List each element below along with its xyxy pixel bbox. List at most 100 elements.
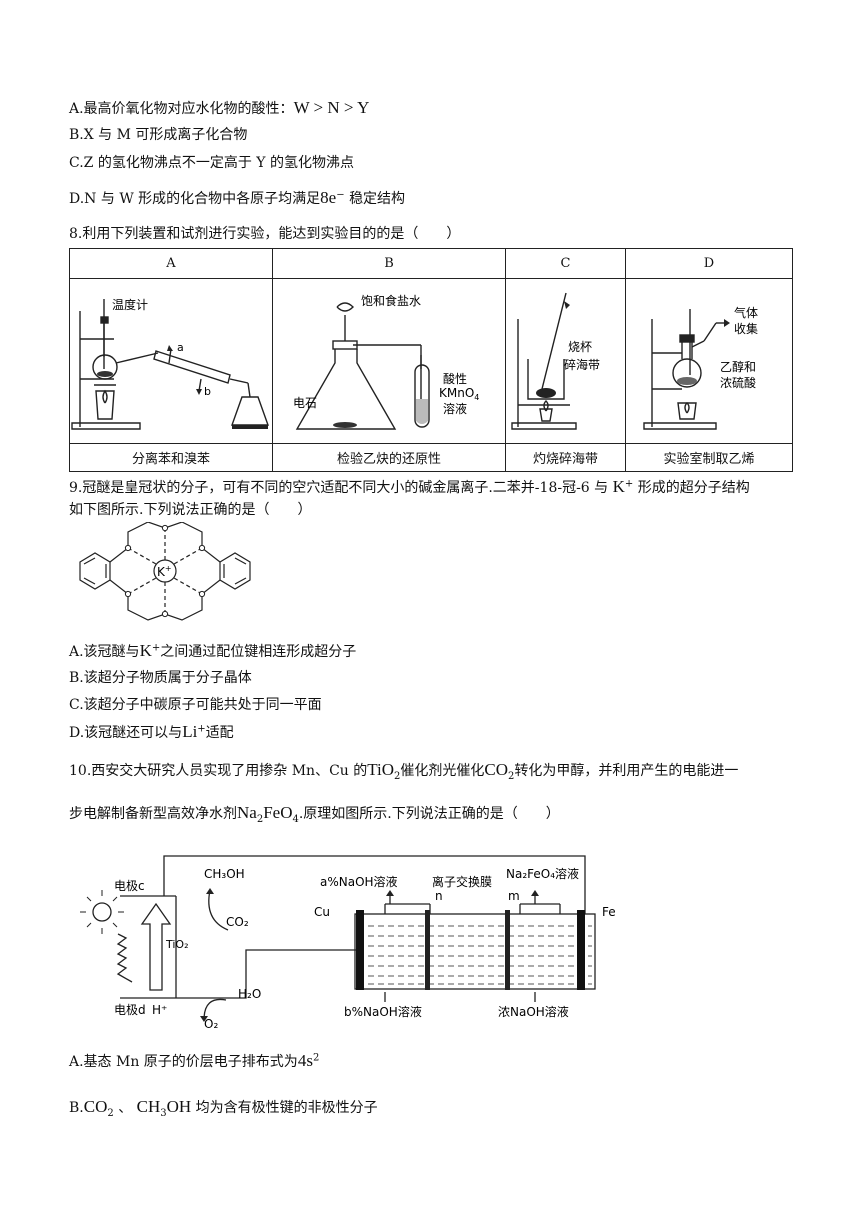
- q10-stem-line1: 10.西安交大研究人员实现了用掺杂 Mn、Cu 的TiO2催化剂光催化CO2转化…: [69, 760, 739, 782]
- q9-stem-text: 9.冠醚是皇冠状的分子，可有不同的空穴适配不同大小的碱金属离子.二苯并-18-冠…: [69, 480, 609, 496]
- q10-stem2-na-sub: 2: [256, 813, 264, 825]
- q9-option-a-text: A.该冠醚与: [69, 644, 140, 660]
- q10-option-b-prefix: B.: [69, 1100, 84, 1116]
- crown-center-ion: K+: [157, 564, 172, 579]
- q10-option-a-sup: 2: [312, 1052, 320, 1064]
- q7-option-d-formula: 8e: [320, 188, 337, 207]
- q10-stem1-b: 催化剂光催化: [400, 763, 485, 779]
- crown-center-ion-charge: +: [165, 564, 172, 573]
- acetylene-apparatus-figure: 饱和食盐水 电石 酸性 KMnO4 溶液: [293, 293, 479, 430]
- q8-header-a: A: [69, 248, 273, 279]
- diagram-m: m: [508, 889, 520, 903]
- b-tube-label-1: 酸性: [443, 371, 467, 386]
- q10-stem2-b: .原理如图所示.下列说法正确的是（ ）: [298, 806, 560, 822]
- a-coolant-in-label: a: [177, 341, 184, 354]
- q8-caption-a: 分离苯和溴苯: [69, 443, 273, 472]
- q9-option-a-suffix: 之间通过配位键相连形成超分子: [160, 644, 357, 660]
- q10-stem1-co2-sub: 2: [508, 770, 515, 782]
- diagram-tio2: TiO₂: [165, 938, 189, 951]
- q8-caption-c: 灼烧碎海带: [505, 443, 626, 472]
- q8-caption-b: 检验乙炔的还原性: [272, 443, 506, 472]
- q10-stem1-tio2: TiO: [367, 760, 395, 779]
- q10-stem2-feo-sub: 4: [292, 813, 299, 825]
- diagram-a-naoh: a%NaOH溶液: [320, 874, 398, 889]
- diagram-na2feo4: Na₂FeO₄溶液: [506, 866, 579, 881]
- diagram-o2: O₂: [204, 1017, 218, 1031]
- d-gas-label-2: 收集: [734, 321, 758, 336]
- c-seaweed-label: 碎海带: [564, 357, 600, 372]
- diagram-b-naoh: b%NaOH溶液: [344, 1004, 422, 1019]
- q9-stem-ion: K: [612, 477, 625, 496]
- q9-option-d: D.该冠醚还可以与Li+适配: [69, 723, 234, 742]
- q10-stem-line2: 步电解制备新型高效净水剂Na2FeO4.原理如图所示.下列说法正确的是（ ）: [69, 803, 560, 825]
- q9-option-d-text: D.该冠醚还可以与: [69, 725, 183, 741]
- diagram-membrane: 离子交换膜: [432, 874, 492, 889]
- q10-stem1-tio2-sub: 2: [394, 770, 401, 782]
- q8-figure-a: 温度计 a b: [69, 278, 273, 444]
- q9-option-a-ion: K: [139, 641, 152, 660]
- q10-option-a-formula: 4s: [297, 1051, 313, 1070]
- photoelectrolysis-diagram: 电极c 电极d H⁺ TiO₂ CH₃OH CO₂ H₂O O₂ Cu Fe a…: [80, 855, 616, 1031]
- diagram-electrode-c: 电极c: [114, 879, 145, 893]
- b-tube-label-3: 溶液: [443, 401, 467, 416]
- q9-option-d-ion: Li: [182, 722, 198, 741]
- q9-stem-line1: 9.冠醚是皇冠状的分子，可有不同的空穴适配不同大小的碱金属离子.二苯并-18-冠…: [69, 478, 750, 497]
- q7-option-d-sup: −: [336, 189, 345, 201]
- b-tube-label-2-sub: 4: [474, 393, 479, 402]
- q8-caption-row: 分离苯和溴苯 检验乙炔的还原性 灼烧碎海带 实验室制取乙烯: [69, 443, 793, 472]
- q10-option-a-text: A.基态 Mn 原子的价层电子排布式为: [69, 1054, 298, 1070]
- ethylene-apparatus-figure: 气体 收集 乙醇和 浓硫酸: [643, 305, 758, 430]
- q7-option-a-formula: W > N > Y: [293, 98, 370, 117]
- q9-stem-line2: 如下图所示.下列说法正确的是（ ）: [69, 502, 312, 518]
- q8-header-b: B: [272, 248, 506, 279]
- d-reagent-label-2: 浓硫酸: [720, 375, 756, 390]
- q10-stem1-co2: CO: [484, 760, 509, 779]
- q9-option-c: C.该超分子中碳原子可能共处于同一平面: [69, 697, 322, 713]
- q8-apparatus-table: A B C D: [69, 248, 793, 472]
- distillation-apparatus-figure: 温度计 a b: [71, 297, 269, 430]
- diagram-ch3oh: CH₃OH: [204, 867, 245, 881]
- q10-option-b-oh: OH: [166, 1097, 192, 1116]
- q9-option-a: A.该冠醚与K+之间通过配位键相连形成超分子: [69, 642, 356, 661]
- q8-figure-c: 烧杯 碎海带: [505, 278, 626, 444]
- q7-option-b: B.X 与 M 可形成离子化合物: [69, 127, 248, 143]
- q10-stem2-na: Na: [237, 803, 257, 822]
- q9-stem-suffix: 形成的超分子结构: [637, 480, 750, 496]
- q10-stem2-a: 步电解制备新型高效净水剂: [69, 806, 237, 822]
- q10-option-b-ch3: CH: [136, 1097, 161, 1116]
- d-reagent-label-1: 乙醇和: [720, 359, 756, 374]
- q10-stem1-a: 10.西安交大研究人员实现了用掺杂 Mn、Cu 的: [69, 763, 368, 779]
- q9-stem-ion-charge: +: [624, 478, 634, 490]
- diagram-n: n: [435, 889, 443, 903]
- q7-option-c: C.Z 的氢化物沸点不一定高于 Y 的氢化物沸点: [69, 155, 354, 171]
- burning-seaweed-figure: 烧杯 碎海带: [511, 292, 600, 430]
- crown-center-ion-symbol: K: [157, 565, 166, 579]
- q8-figure-row: 温度计 a b 饱和食盐水 电: [69, 278, 793, 444]
- q10-option-b-sep: 、: [118, 1100, 133, 1116]
- q9-option-b: B.该超分子物质属于分子晶体: [69, 670, 252, 686]
- b-solid-label: 电石: [293, 396, 317, 410]
- q10-option-b-suffix: 均为含有极性键的非极性分子: [195, 1100, 378, 1116]
- q7-option-a-text: A.最高价氧化物对应水化物的酸性：: [69, 101, 294, 117]
- diagram-co2: CO₂: [226, 915, 249, 929]
- q10-option-a: A.基态 Mn 原子的价层电子排布式为4s2: [69, 1052, 319, 1071]
- a-coolant-out-label: b: [204, 385, 211, 398]
- a-thermometer-label: 温度计: [112, 297, 148, 312]
- b-tube-label-2: KMnO4: [439, 386, 479, 402]
- diagram-conc-naoh: 浓NaOH溶液: [498, 1004, 569, 1019]
- q8-figure-d: 气体 收集 乙醇和 浓硫酸: [625, 278, 793, 444]
- diagram-cu: Cu: [314, 905, 330, 919]
- diagram-h2o: H₂O: [238, 987, 261, 1001]
- q10-stem1-c: 转化为甲醇，并利用产生的电能进一: [514, 763, 739, 779]
- q8-header-d: D: [625, 248, 793, 279]
- q9-option-a-ion-charge: +: [151, 642, 161, 654]
- q7-option-a: A.最高价氧化物对应水化物的酸性：W > N > Y: [69, 99, 369, 118]
- q10-option-b-co2-sub: 2: [107, 1107, 114, 1119]
- b-tube-label-2-main: KMnO: [439, 386, 474, 400]
- q8-header-row: A B C D: [69, 248, 793, 279]
- q9-option-d-suffix: 适配: [205, 725, 234, 741]
- q7-option-d-text: D.N 与 W 形成的化合物中各原子均满足: [69, 191, 321, 207]
- c-beaker-label: 烧杯: [568, 340, 592, 354]
- diagram-electrode-d: 电极d: [114, 1003, 146, 1017]
- q10-stem2-feo: FeO: [263, 803, 293, 822]
